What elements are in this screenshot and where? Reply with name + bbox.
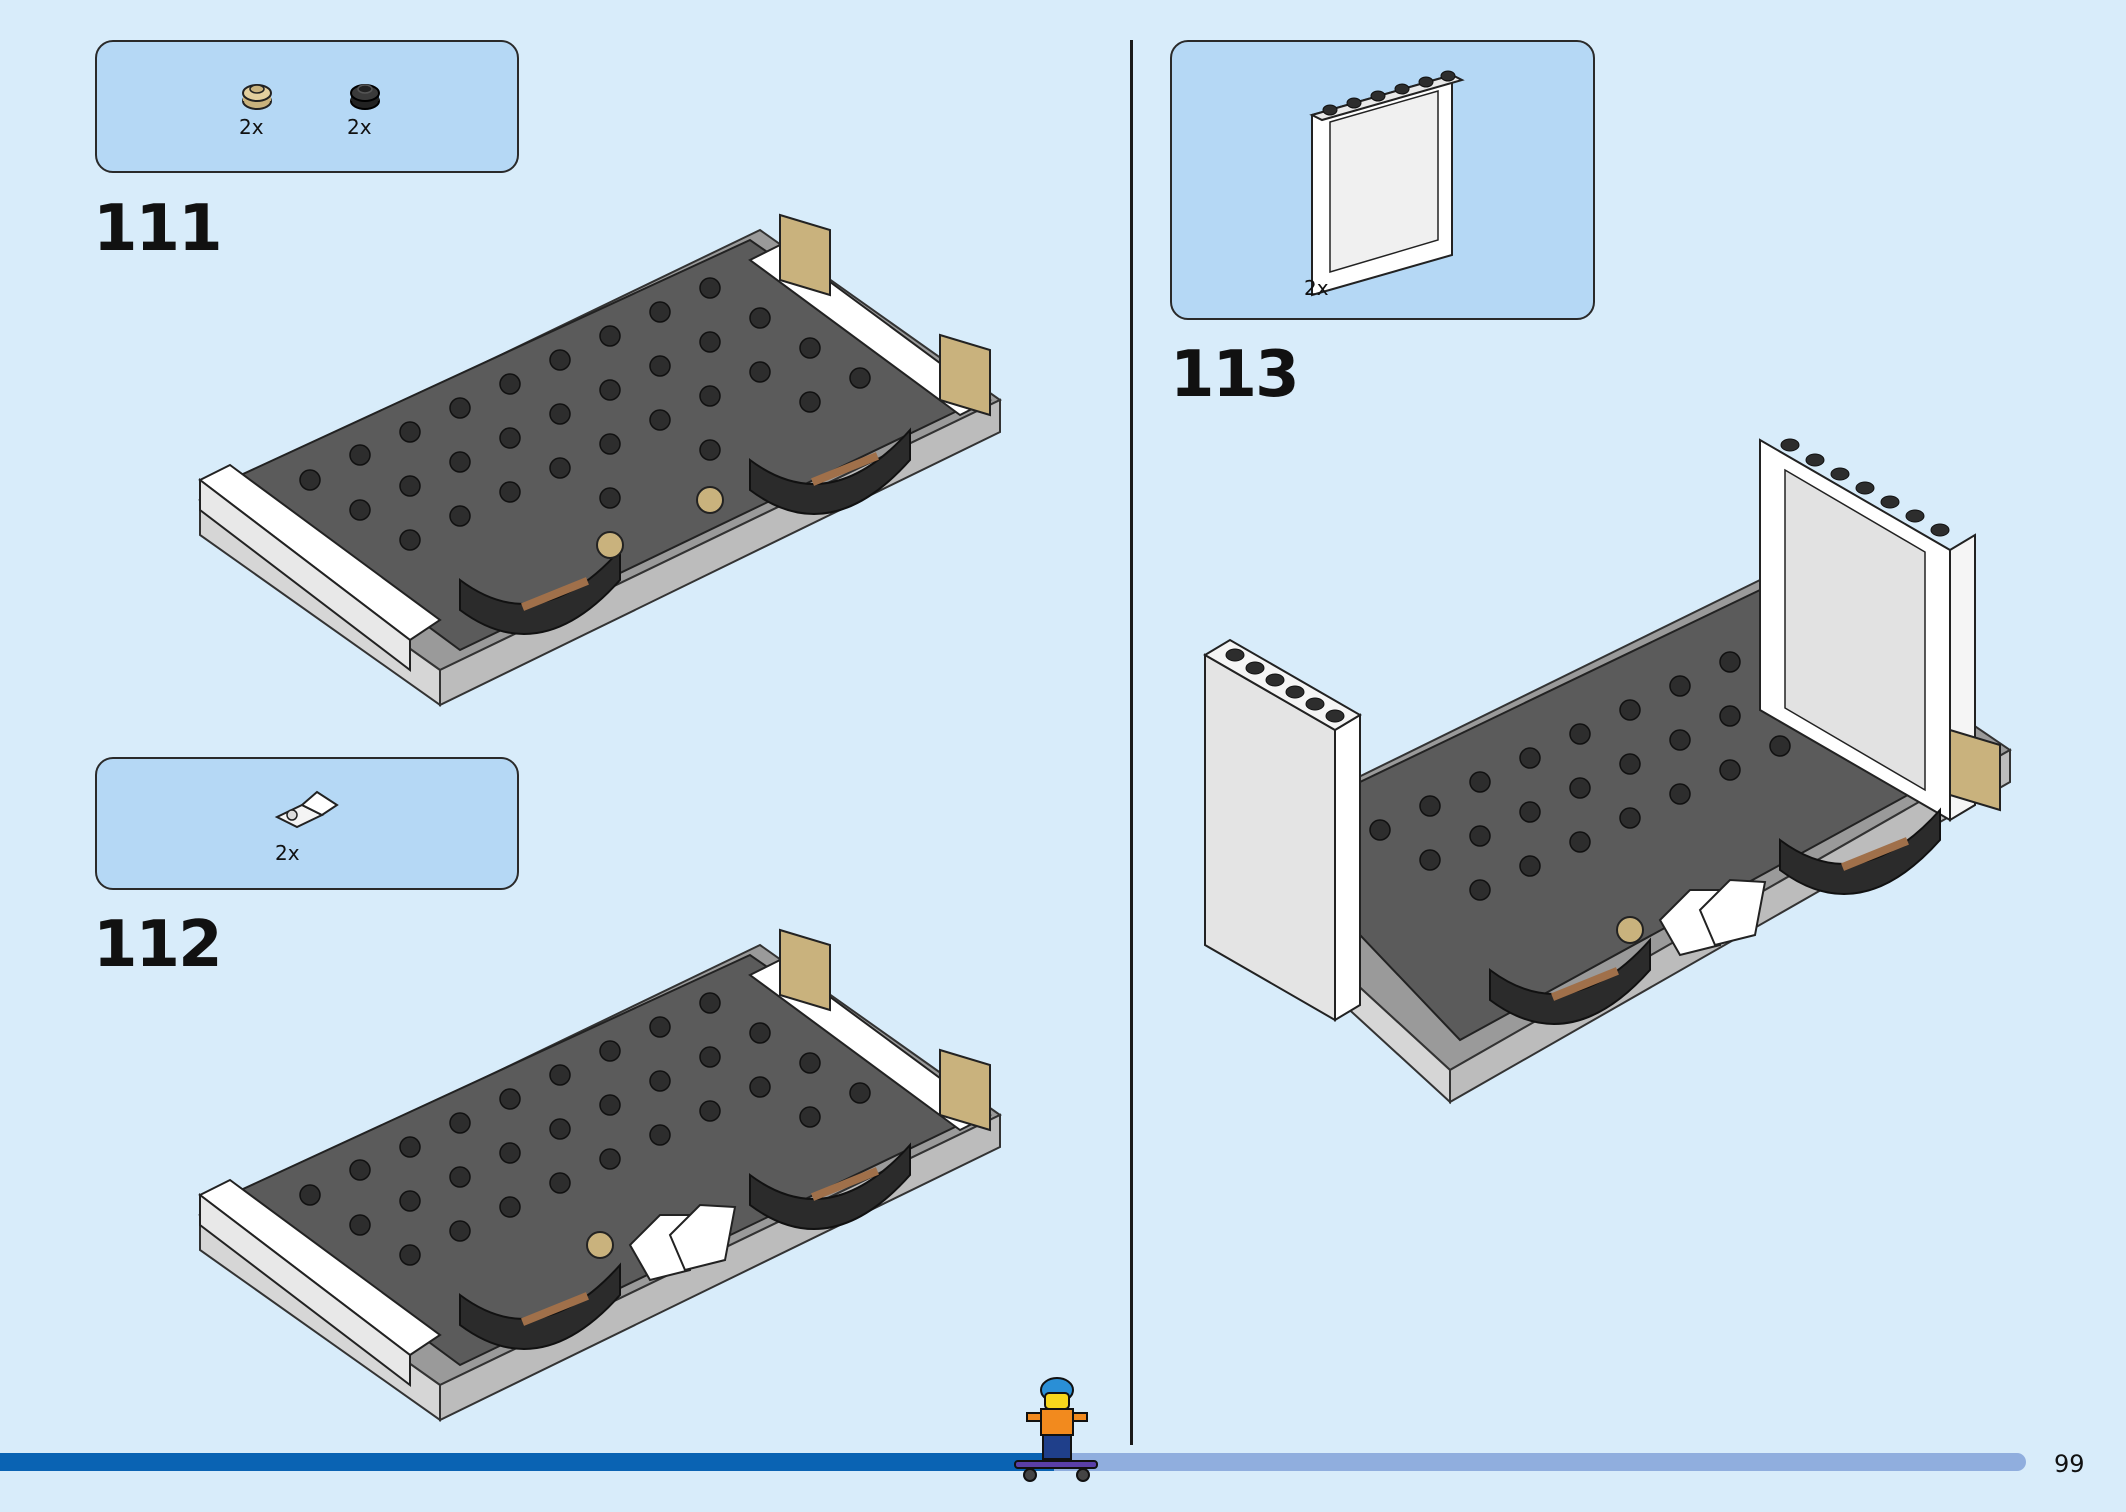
progress-bar-fill	[0, 1453, 1054, 1471]
tan-round-plate-icon	[242, 84, 272, 110]
parts-callout-step-111: 2x 2x	[95, 40, 519, 173]
part-quantity: 2x	[275, 841, 300, 865]
part-quantity: 2x	[347, 115, 372, 139]
progress-bar	[0, 1453, 2026, 1471]
column-divider	[1130, 40, 1133, 1445]
white-window-frame-icon	[1309, 70, 1465, 297]
part-quantity: 2x	[239, 115, 264, 139]
white-bracket-plate-icon	[274, 790, 339, 829]
step-111-model-illustration	[198, 213, 1002, 707]
step-number: 112	[93, 908, 223, 982]
black-round-plate-icon	[350, 84, 380, 110]
step-112-model-illustration	[198, 928, 1002, 1422]
parts-callout-step-113: 2x	[1170, 40, 1595, 320]
step-113-model-illustration	[1203, 438, 2012, 1105]
page-number: 99	[2054, 1450, 2085, 1478]
skateboarder-minifigure-icon	[1014, 1377, 1098, 1482]
step-number: 113	[1170, 338, 1300, 412]
part-quantity: 2x	[1304, 276, 1329, 300]
step-number: 111	[93, 192, 223, 266]
parts-callout-step-112: 2x	[95, 757, 519, 890]
